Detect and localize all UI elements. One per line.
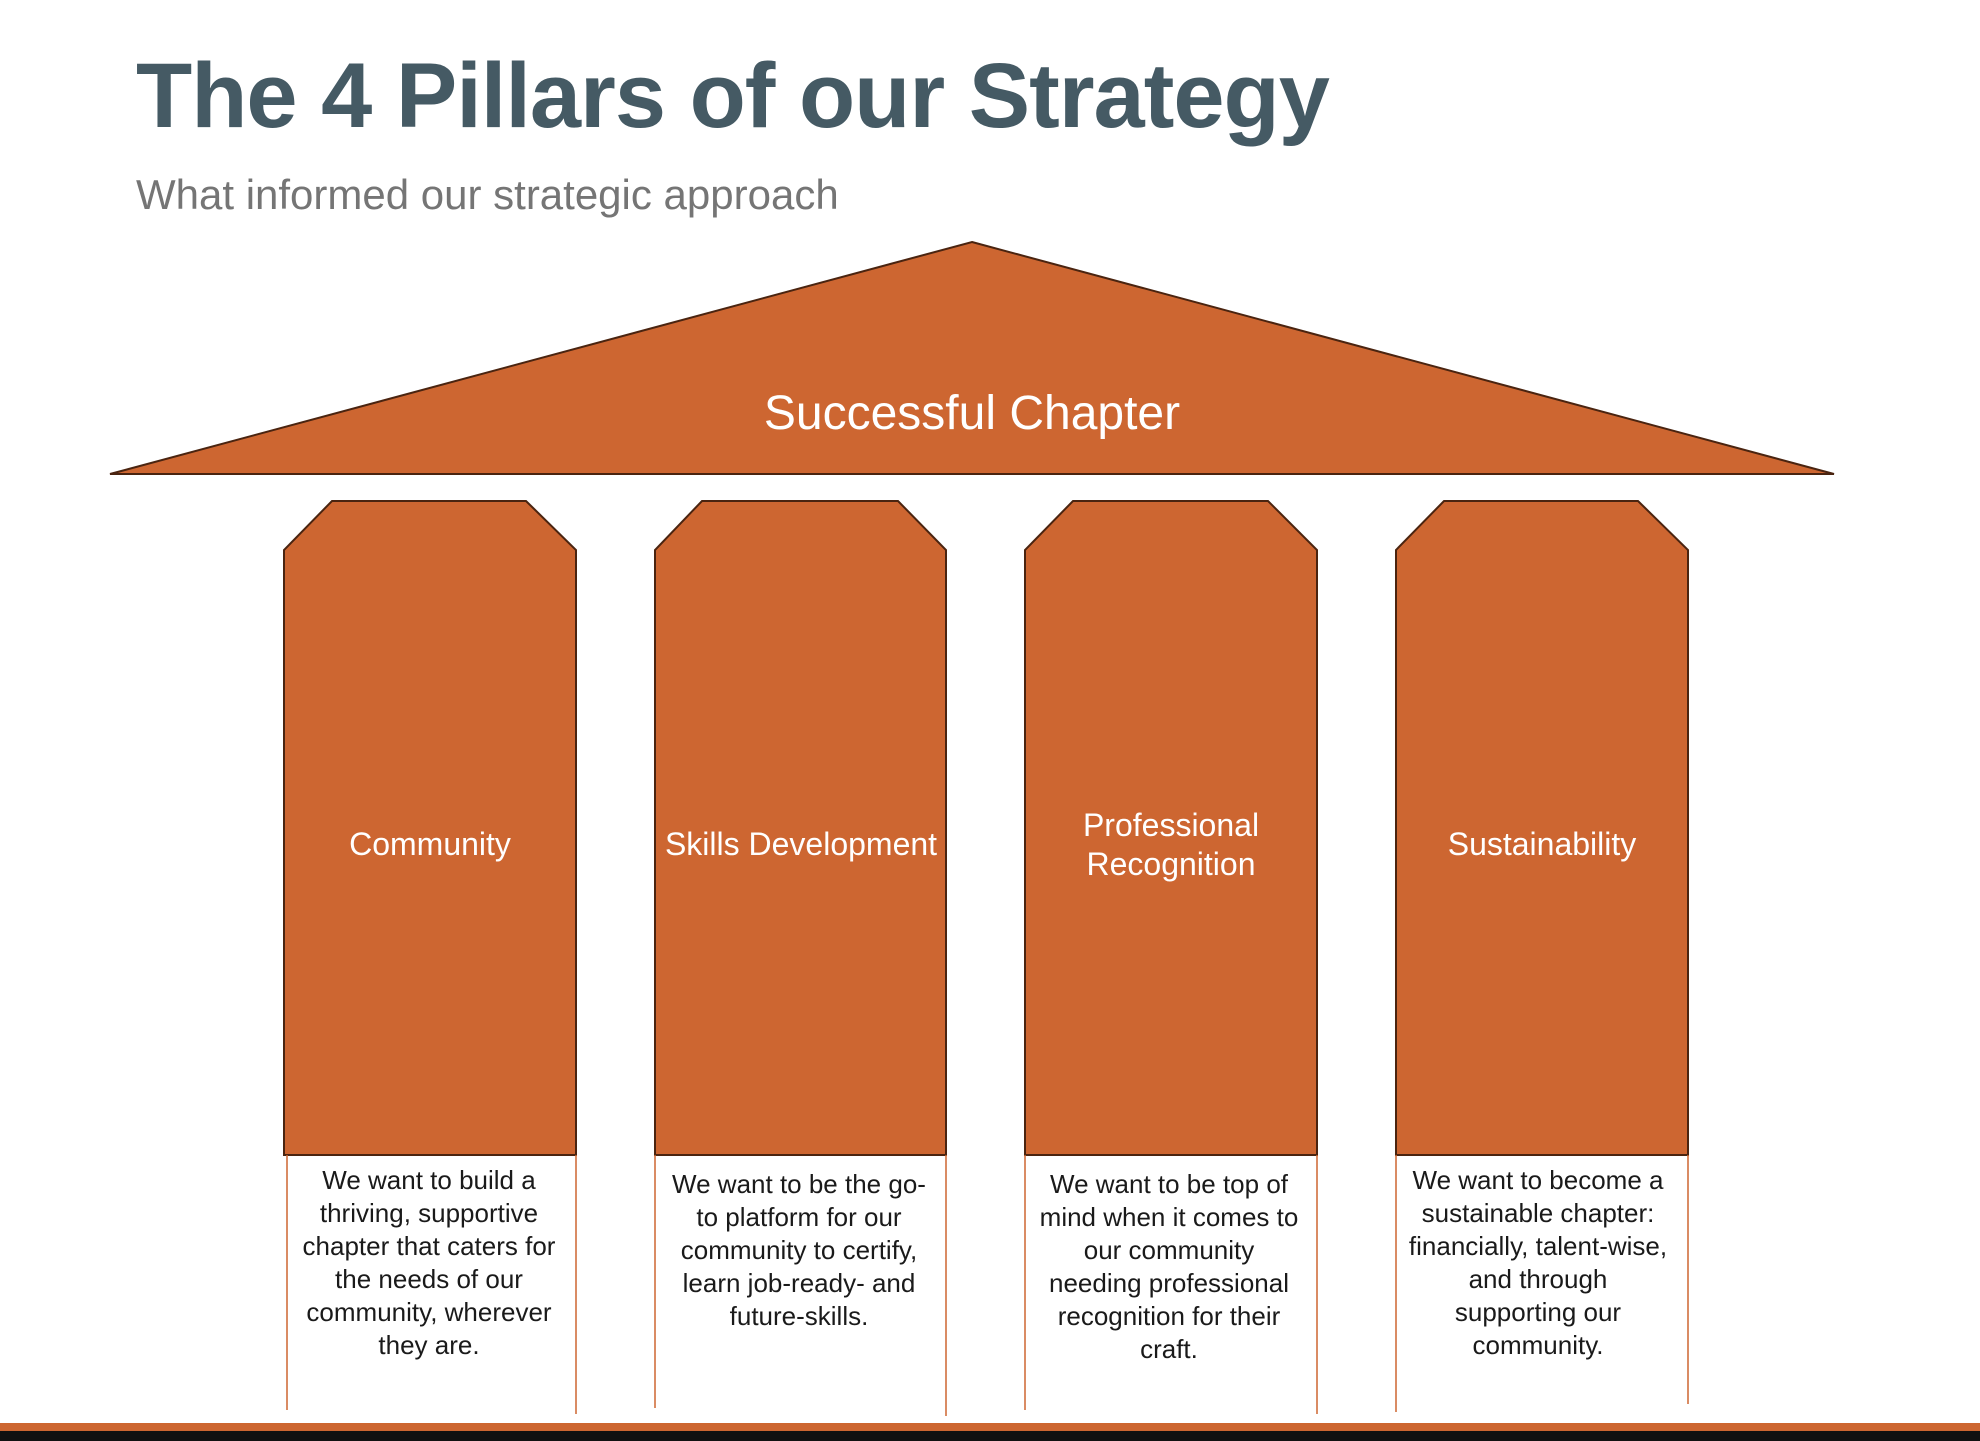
pillar-description-professional-recognition: We want to be top of mind when it comes … bbox=[1039, 1169, 1299, 1365]
roof-label: Successful Chapter bbox=[763, 387, 1181, 440]
description-frames bbox=[286, 1155, 1689, 1416]
pillar-description-skills-development: We want to be the go-to platform for our… bbox=[672, 1169, 926, 1332]
page-subtitle: What informed our strategic approach bbox=[136, 171, 839, 218]
footer-accent-bar bbox=[0, 1423, 1980, 1431]
pillar-description-community: We want to build a thriving, supportive … bbox=[302, 1165, 556, 1361]
pillar-description-sustainability: We want to become a sustainable chapter:… bbox=[1408, 1165, 1668, 1361]
pillar-label-professional-recognition: Professional Recognition bbox=[1082, 806, 1260, 882]
pillar-label-sustainability: Sustainability bbox=[1447, 826, 1637, 863]
pillar-label-skills-development: Skills Development bbox=[664, 826, 938, 863]
roof-triangle bbox=[109, 240, 1835, 475]
page-title: The 4 Pillars of our Strategy bbox=[136, 45, 1330, 147]
pillar-label-community: Community bbox=[349, 826, 511, 863]
